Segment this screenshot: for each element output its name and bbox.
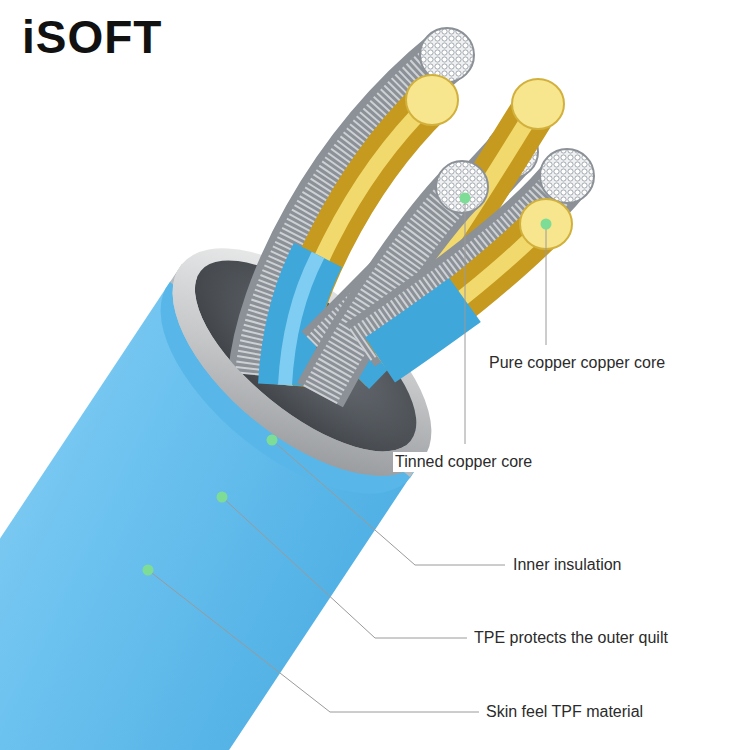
- leader-dot: [541, 219, 552, 230]
- leader-line: [148, 570, 479, 712]
- callout-label: Tinned copper core: [393, 452, 534, 472]
- leader-dot: [267, 435, 278, 446]
- leader-line: [465, 198, 466, 444]
- wire-bundle: [255, 28, 594, 395]
- copper-core-end: [512, 79, 564, 129]
- tinned-core-end: [436, 161, 488, 213]
- copper-core-end: [406, 75, 458, 125]
- tinned-core-end: [420, 28, 474, 82]
- leader-line: [546, 224, 547, 345]
- copper-highlight: [380, 224, 546, 360]
- tinned-core-end: [540, 149, 594, 203]
- leader-dot: [217, 492, 228, 503]
- leader-dot: [143, 565, 154, 576]
- leader-dots: [143, 193, 552, 576]
- inner-insulation: [380, 300, 465, 360]
- callout-label: TPE protects the outer quilt: [472, 628, 670, 648]
- brand-logo: iSOFT: [20, 12, 164, 62]
- copper-core: [380, 224, 546, 360]
- callout-label: Skin feel TPF material: [484, 702, 645, 722]
- callout-label: Inner insulation: [511, 555, 624, 575]
- leader-dot: [460, 193, 471, 204]
- leader-line: [222, 497, 467, 638]
- callout-label: Pure copper copper core: [487, 353, 667, 373]
